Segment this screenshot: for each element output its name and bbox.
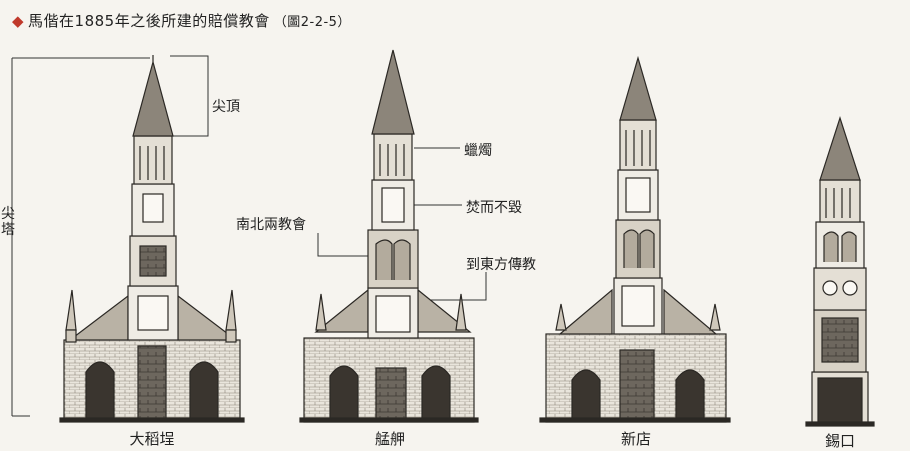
label-tower-text: 尖塔 xyxy=(1,206,15,238)
church-dadaocheng xyxy=(59,55,245,423)
figure-title: ◆馬偕在1885年之後所建的賠償教會（圖2-2-5） xyxy=(12,10,351,31)
label-candle: 蠟燭 xyxy=(464,143,492,159)
diamond-marker-icon: ◆ xyxy=(12,12,25,30)
church-xikou xyxy=(805,116,875,427)
label-tower: 尖塔 xyxy=(0,206,16,238)
figure-title-text: 馬偕在1885年之後所建的賠償教會 xyxy=(28,12,270,30)
church-monga xyxy=(299,49,479,423)
church-xindian xyxy=(539,55,731,423)
caption-church-1: 大稻埕 xyxy=(129,430,175,448)
label-unburned: 焚而不毀 xyxy=(466,200,522,216)
label-north-south: 南北兩教會 xyxy=(236,217,306,233)
caption-church-4: 錫口 xyxy=(824,432,856,450)
annotation-lines xyxy=(11,55,487,417)
caption-church-3: 新店 xyxy=(620,430,652,448)
caption-church-2: 艋舺 xyxy=(374,430,406,448)
label-spire: 尖頂 xyxy=(212,99,240,115)
label-east-mission: 到東方傳教 xyxy=(466,257,536,273)
figure-ref: （圖2-2-5） xyxy=(273,15,351,30)
